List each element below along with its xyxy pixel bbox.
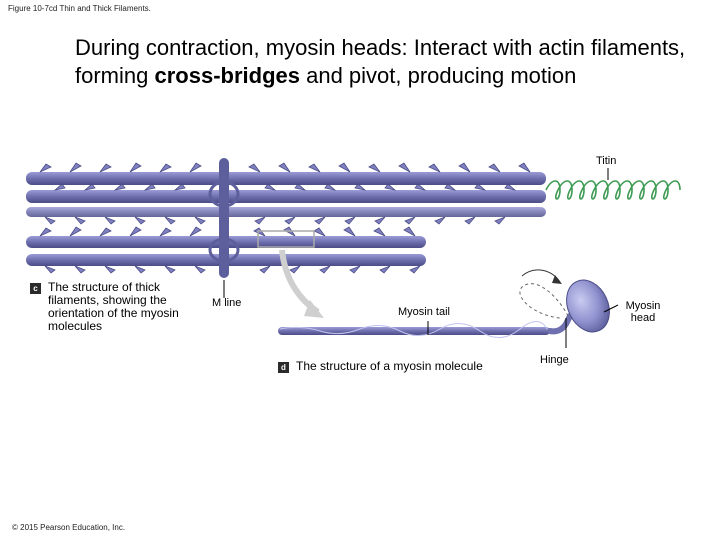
myosin-head-label: Myosin head [625, 300, 661, 324]
titin-coil [545, 168, 681, 200]
title-part1: During contraction, myosin heads: Intera… [75, 35, 686, 88]
panel-d-badge: d [278, 362, 289, 373]
m-line-structure [208, 158, 240, 298]
myosin-head-leader [603, 304, 619, 313]
title-bold-term: cross-bridges [154, 63, 300, 88]
panel-c-badge: c [30, 283, 41, 294]
title-part2: and pivot, producing motion [299, 63, 577, 88]
zoom-box [257, 230, 315, 248]
myosin-tail-label: Myosin tail [398, 306, 450, 318]
head-pivot-outline [519, 283, 569, 319]
panel-c-caption: The structure of thick filaments, showin… [48, 280, 179, 333]
zoom-arrow-head [304, 300, 324, 318]
copyright-notice: © 2015 Pearson Education, Inc. [12, 523, 126, 532]
titin-label: Titin [596, 155, 617, 167]
panel-d-caption: The structure of a myosin molecule [296, 359, 483, 373]
hinge-label: Hinge [540, 354, 569, 366]
slide-title: During contraction, myosin heads: Intera… [75, 34, 695, 90]
myosin-head-shape [566, 279, 610, 333]
thick-filament-upper [26, 162, 546, 225]
figure-caption: Figure 10-7cd Thin and Thick Filaments. [8, 4, 151, 13]
myosin-molecule [278, 269, 619, 348]
m-line-label: M line [212, 297, 242, 309]
